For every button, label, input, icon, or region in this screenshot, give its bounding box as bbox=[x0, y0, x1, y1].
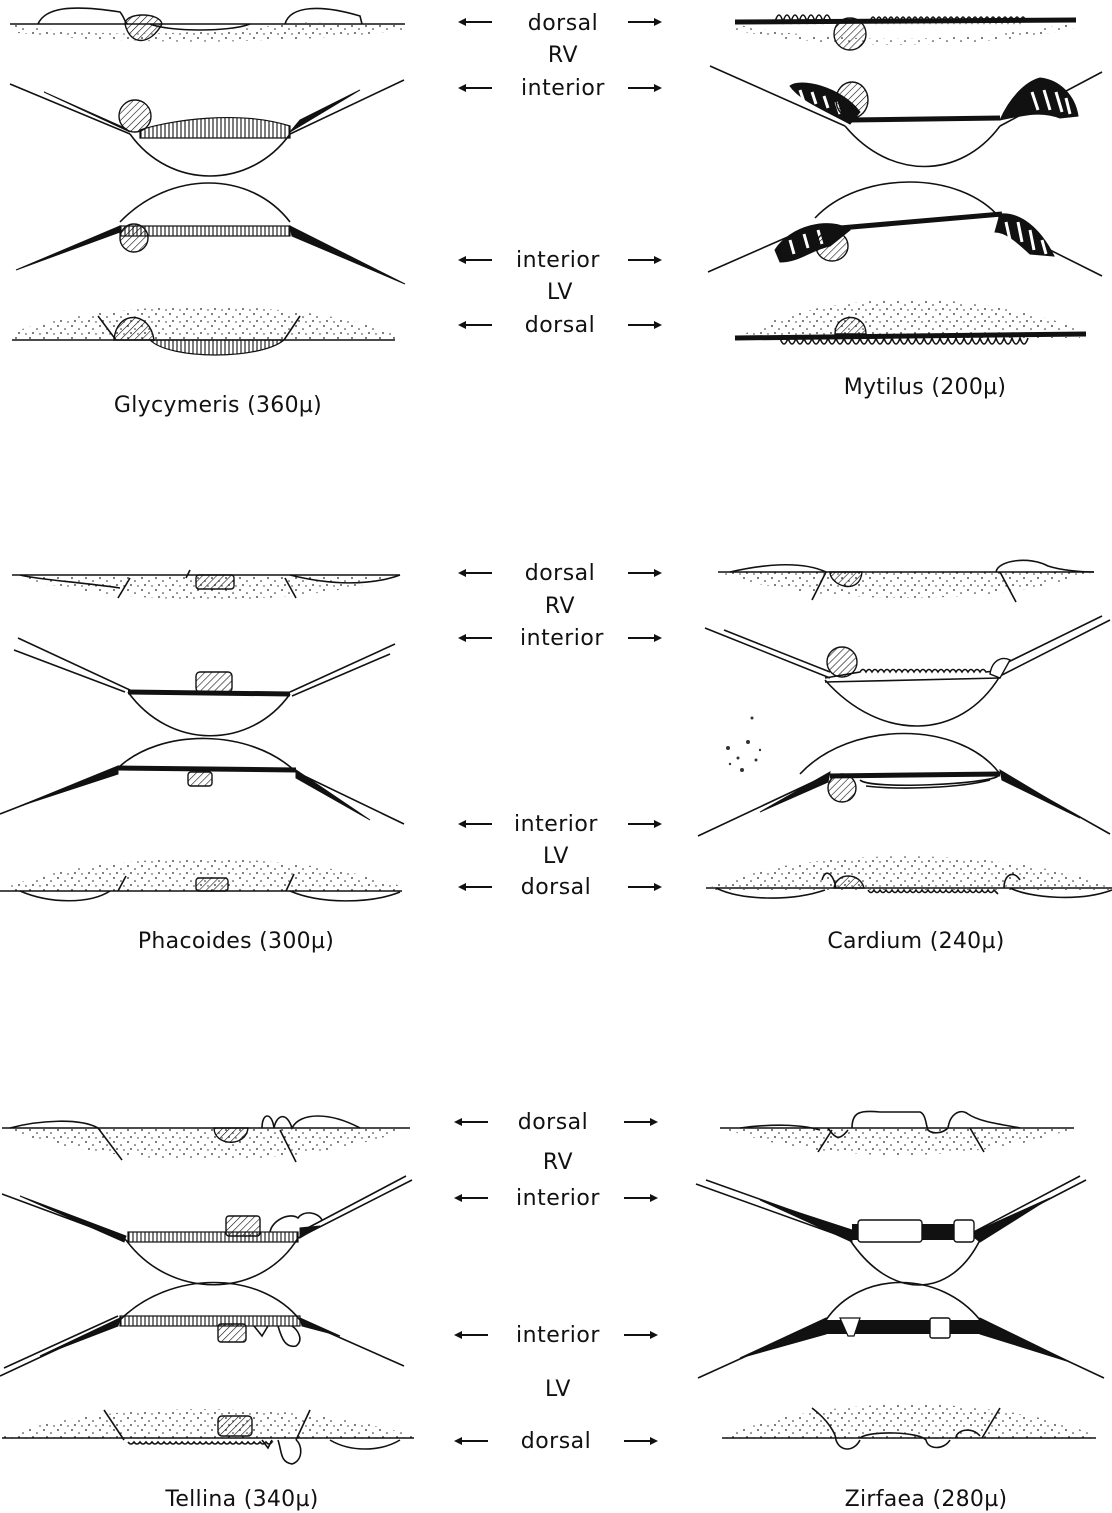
glycymeris-lv-interior-view bbox=[16, 183, 405, 284]
arrow-right-dorsal-rv bbox=[628, 18, 662, 26]
arrow-left-dorsal-rv bbox=[458, 569, 492, 577]
label-dorsal-lv: dorsal bbox=[521, 1429, 592, 1454]
mytilus-lv-dorsal-view bbox=[735, 300, 1086, 344]
glycymeris-rv-interior-view bbox=[10, 80, 404, 176]
caption-glycymeris: Glycymeris (360µ) bbox=[114, 393, 322, 418]
label-rv: RV bbox=[543, 1150, 573, 1175]
arrow-left-interior-lv bbox=[454, 1331, 488, 1339]
mytilus-rv-interior-view bbox=[710, 66, 1102, 167]
arrow-left-dorsal-rv bbox=[454, 1118, 488, 1126]
mytilus-drawings bbox=[708, 15, 1102, 344]
label-lv: LV bbox=[545, 1377, 571, 1402]
tellina-drawings bbox=[0, 1116, 414, 1464]
orientation-labels-panel-3: dorsal RV interior interior LV dorsal bbox=[454, 1110, 658, 1454]
caption-tellina: Tellina (340µ) bbox=[164, 1487, 318, 1512]
arrow-left-interior-rv bbox=[458, 84, 492, 92]
mytilus-rv-dorsal-view bbox=[735, 15, 1076, 50]
caption-zirfaea: Zirfaea (280µ) bbox=[845, 1487, 1008, 1512]
cardium-lv-dorsal-view bbox=[706, 856, 1112, 898]
arrow-right-dorsal-rv bbox=[628, 569, 662, 577]
arrow-left-dorsal-lv bbox=[458, 321, 492, 329]
label-interior-rv: interior bbox=[516, 1186, 600, 1211]
glycymeris-rv-dorsal-view bbox=[10, 8, 405, 42]
arrow-left-interior-lv bbox=[458, 820, 492, 828]
phacoides-rv-interior-view bbox=[14, 638, 395, 736]
phacoides-lv-dorsal-view bbox=[0, 859, 402, 901]
glycymeris-drawings bbox=[10, 8, 405, 355]
label-interior-lv: interior bbox=[514, 812, 598, 837]
cardium-lv-interior-view bbox=[698, 717, 1110, 837]
arrow-left-interior-lv bbox=[458, 256, 492, 264]
label-interior-rv: interior bbox=[521, 76, 605, 101]
caption-cardium: Cardium (240µ) bbox=[827, 929, 1004, 954]
phacoides-drawings bbox=[0, 570, 404, 901]
arrow-right-interior-rv bbox=[628, 634, 662, 642]
cardium-rv-dorsal-view bbox=[718, 560, 1094, 602]
tellina-rv-dorsal-view bbox=[2, 1116, 410, 1162]
caption-phacoides: Phacoides (300µ) bbox=[138, 929, 334, 954]
phacoides-rv-dorsal-view bbox=[12, 570, 400, 599]
phacoides-lv-interior-view bbox=[0, 738, 404, 824]
label-interior-rv: interior bbox=[520, 626, 604, 651]
arrow-right-interior-lv bbox=[628, 256, 662, 264]
arrow-right-dorsal-lv bbox=[628, 883, 662, 891]
arrow-left-interior-rv bbox=[454, 1194, 488, 1202]
zirfaea-lv-dorsal-view bbox=[722, 1405, 1096, 1450]
label-rv: RV bbox=[545, 594, 575, 619]
label-dorsal-lv: dorsal bbox=[521, 875, 592, 900]
cardium-rv-interior-view bbox=[705, 616, 1110, 726]
label-interior-lv: interior bbox=[516, 248, 600, 273]
mytilus-lv-interior-view bbox=[708, 182, 1102, 276]
label-dorsal-rv: dorsal bbox=[528, 11, 599, 36]
tellina-lv-interior-view bbox=[0, 1283, 404, 1377]
arrow-left-dorsal-rv bbox=[458, 18, 492, 26]
scan-speckle bbox=[726, 717, 761, 773]
arrow-right-interior-rv bbox=[624, 1194, 658, 1202]
arrow-left-interior-rv bbox=[458, 634, 492, 642]
label-interior-lv: interior bbox=[516, 1323, 600, 1348]
zirfaea-rv-dorsal-view bbox=[720, 1111, 1074, 1155]
orientation-labels-panel-2: dorsal RV interior interior LV dorsal bbox=[458, 561, 662, 900]
tellina-rv-interior-view bbox=[2, 1176, 412, 1285]
label-lv: LV bbox=[547, 280, 573, 305]
orientation-labels-panel-1: dorsal RV interior interior LV dorsal bbox=[458, 11, 662, 338]
caption-mytilus: Mytilus (200µ) bbox=[844, 375, 1007, 400]
arrow-right-dorsal-lv bbox=[628, 321, 662, 329]
arrow-left-dorsal-lv bbox=[454, 1437, 488, 1445]
tellina-lv-dorsal-view bbox=[2, 1409, 414, 1464]
arrow-right-dorsal-lv bbox=[624, 1437, 658, 1445]
arrow-right-dorsal-rv bbox=[624, 1118, 658, 1126]
label-dorsal-lv: dorsal bbox=[525, 313, 596, 338]
glycymeris-lv-dorsal-view bbox=[12, 307, 395, 355]
label-dorsal-rv: dorsal bbox=[518, 1110, 589, 1135]
cardium-drawings bbox=[698, 560, 1112, 898]
arrow-right-interior-lv bbox=[628, 820, 662, 828]
arrow-right-interior-lv bbox=[624, 1331, 658, 1339]
arrow-left-dorsal-lv bbox=[458, 883, 492, 891]
arrow-right-interior-rv bbox=[628, 84, 662, 92]
zirfaea-lv-interior-view bbox=[698, 1283, 1104, 1379]
zirfaea-drawings bbox=[696, 1111, 1104, 1449]
label-lv: LV bbox=[543, 844, 569, 869]
zirfaea-rv-interior-view bbox=[696, 1176, 1086, 1285]
label-rv: RV bbox=[548, 43, 578, 68]
label-dorsal-rv: dorsal bbox=[525, 561, 596, 586]
